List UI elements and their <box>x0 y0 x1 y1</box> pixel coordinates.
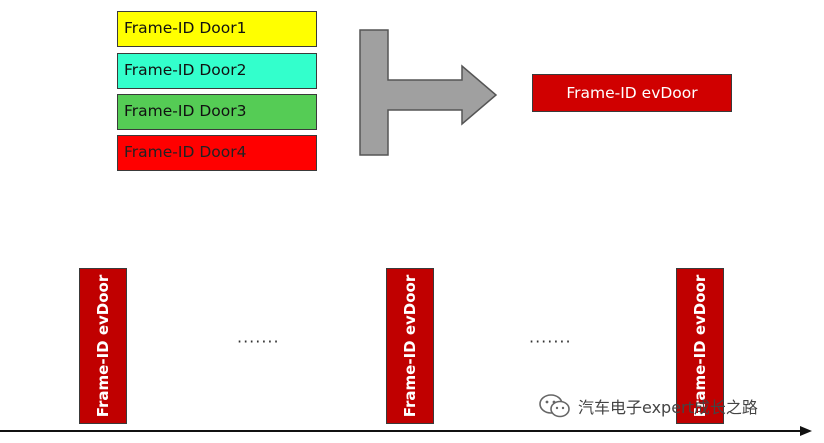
merged-frame-label: Frame-ID evDoor <box>566 84 698 102</box>
frame-label-door4: Frame-ID Door4 <box>124 143 247 162</box>
timeline-arrowhead <box>800 426 812 436</box>
timeline-frame-3: Frame-ID evDoor <box>676 268 724 424</box>
timeline-frame-1: Frame-ID evDoor <box>79 268 127 424</box>
frame-box-door2: Frame-ID Door2 <box>117 53 317 89</box>
frame-box-door1: Frame-ID Door1 <box>117 11 317 47</box>
frame-label-door3: Frame-ID Door3 <box>124 102 247 121</box>
frame-box-door4: Frame-ID Door4 <box>117 135 317 171</box>
frame-label-door1: Frame-ID Door1 <box>124 19 247 38</box>
wechat-icon <box>538 393 572 419</box>
timeline-frame-2: Frame-ID evDoor <box>386 268 434 424</box>
frame-box-door3: Frame-ID Door3 <box>117 94 317 130</box>
watermark: 汽车电子expert成长之路 <box>538 393 758 419</box>
ellipsis-2: ······· <box>529 332 572 351</box>
frame-label-door2: Frame-ID Door2 <box>124 61 247 80</box>
ellipsis-1: ······· <box>237 332 280 351</box>
merged-frame-box: Frame-ID evDoor <box>532 74 732 112</box>
merge-arrow-shape <box>359 29 498 156</box>
watermark-text: 汽车电子expert成长之路 <box>578 398 758 417</box>
